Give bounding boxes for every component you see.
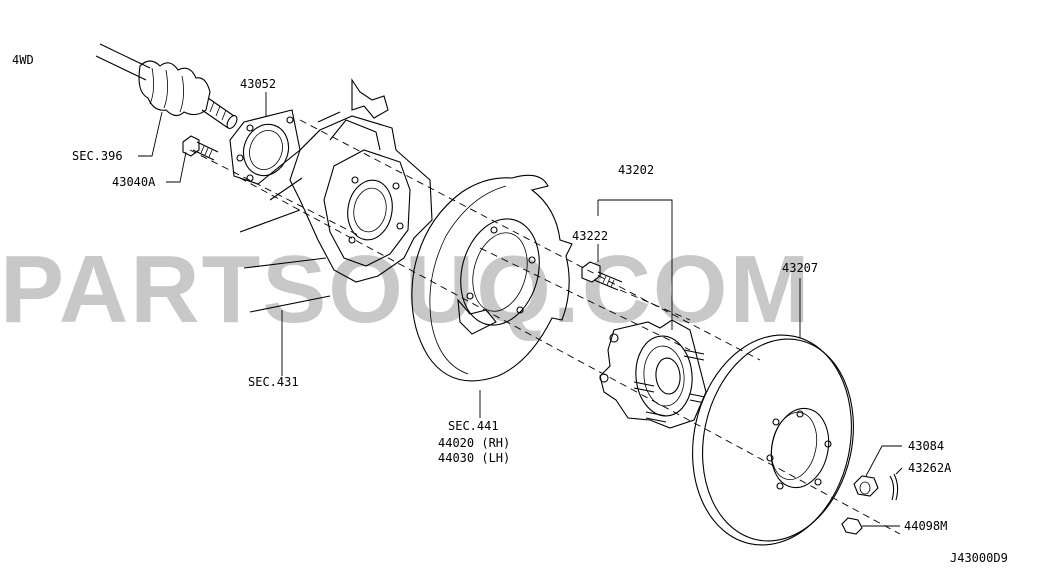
label-sec-431[interactable]: SEC.431 [248, 375, 299, 389]
label-43222[interactable]: 43222 [572, 229, 608, 243]
label-43202[interactable]: 43202 [618, 163, 654, 177]
plate-43052[interactable] [229, 109, 301, 185]
drive-shaft[interactable] [95, 43, 239, 130]
label-43084[interactable]: 43084 [908, 439, 944, 453]
bolt-43040a[interactable] [182, 135, 219, 161]
hub-assembly-43202[interactable] [599, 319, 711, 429]
diagram-code: J43000D9 [950, 551, 1008, 565]
label-43052[interactable]: 43052 [240, 77, 276, 91]
label-44020[interactable]: 44020 (RH) [438, 436, 510, 450]
brake-disc-43207[interactable] [674, 320, 872, 560]
cotter-pin-43262a[interactable] [889, 473, 899, 501]
nut-43084[interactable] [853, 475, 879, 497]
label-43040a[interactable]: 43040A [112, 175, 156, 189]
back-plate[interactable] [411, 174, 573, 382]
leader-lines [138, 92, 903, 527]
alignment-lines [189, 119, 901, 535]
label-43207[interactable]: 43207 [782, 261, 818, 275]
label-sec-441[interactable]: SEC.441 [448, 419, 499, 433]
label-sec-396[interactable]: SEC.396 [72, 149, 123, 163]
variant-label: 4WD [12, 53, 34, 67]
cap-44098m[interactable] [841, 517, 863, 535]
label-44030[interactable]: 44030 (LH) [438, 451, 510, 465]
knuckle-assembly[interactable] [239, 78, 433, 313]
label-43262a[interactable]: 43262A [908, 461, 952, 475]
wheel-studs [633, 349, 711, 423]
label-44098m[interactable]: 44098M [904, 519, 947, 533]
watermark: PARTSOUQ.COM [0, 236, 812, 343]
